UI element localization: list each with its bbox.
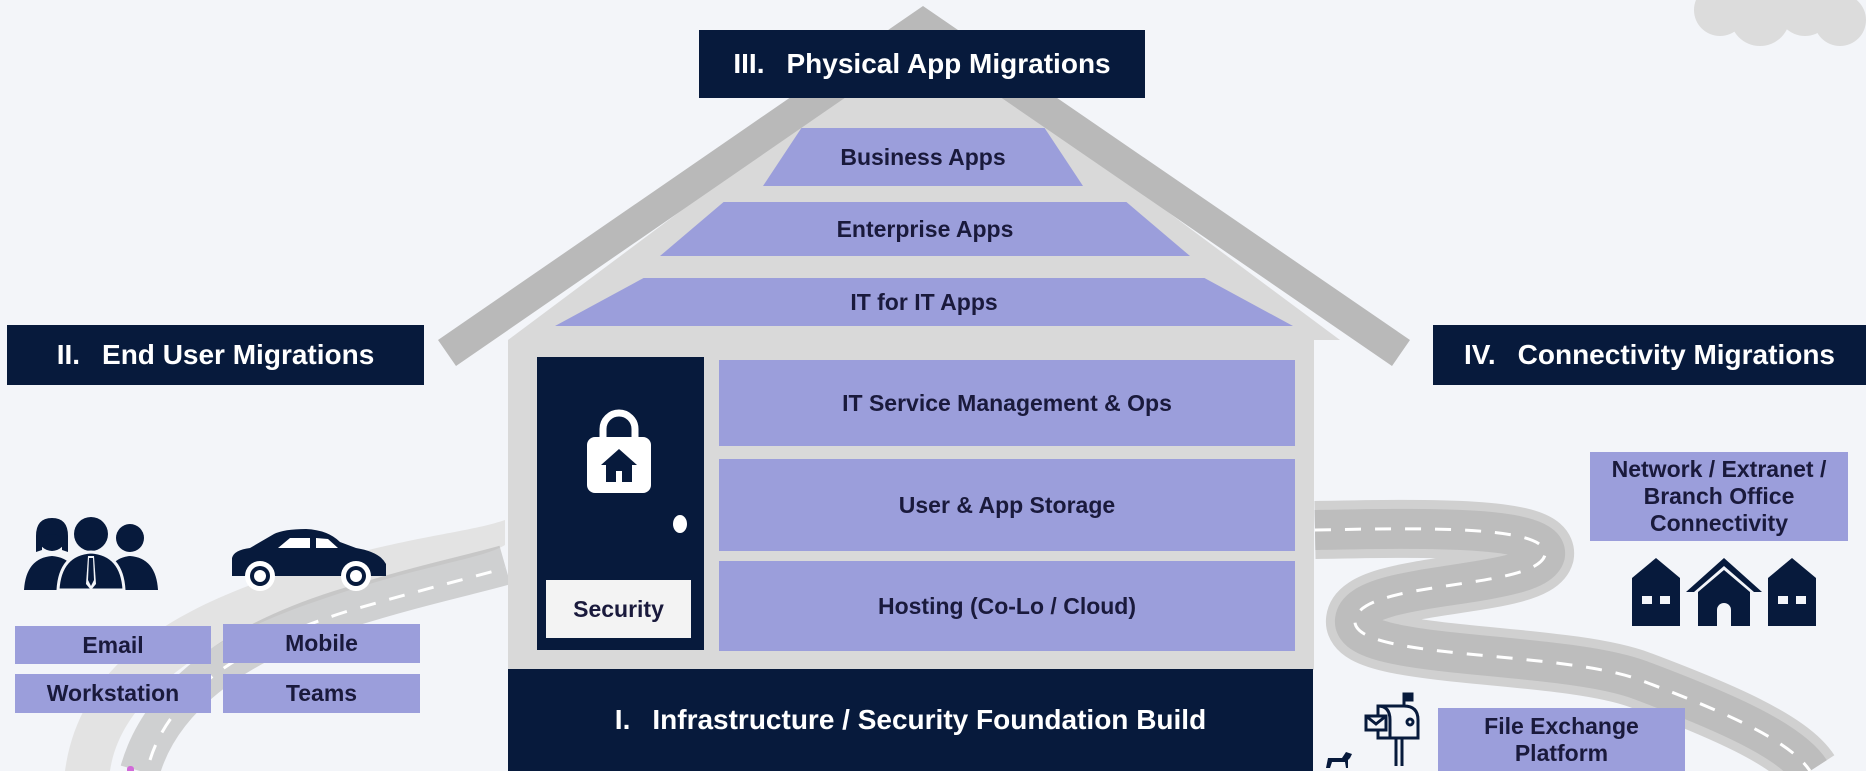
floor-label: User & App Storage: [898, 491, 1116, 518]
item-label: Network / Extranet / Branch Office Conne…: [1611, 456, 1827, 536]
floor-storage: User & App Storage: [719, 459, 1295, 551]
banner-title: Physical App Migrations: [786, 48, 1111, 79]
cloud-icon: [1694, 0, 1866, 46]
car-icon: [232, 529, 386, 591]
roof-app-label: Enterprise Apps: [836, 215, 1014, 242]
roof-app-it-for-it: IT for IT Apps: [555, 278, 1293, 326]
floor-hosting: Hosting (Co-Lo / Cloud): [719, 561, 1295, 651]
banner-title: Connectivity Migrations: [1517, 339, 1836, 370]
right-road: [1314, 499, 1835, 771]
banner-number: II.: [56, 339, 81, 370]
banner-number: IV.: [1463, 339, 1496, 370]
end-user-item-workstation: Workstation: [15, 674, 211, 713]
mailbox-icon: [1364, 692, 1420, 766]
item-label: File Exchange Platform: [1484, 712, 1639, 766]
connectivity-banner: IV. Connectivity Migrations: [1433, 325, 1866, 385]
file-exchange-box: File Exchange Platform: [1438, 708, 1685, 771]
security-door: Security: [537, 357, 704, 650]
banner-number: III.: [733, 48, 765, 79]
floor-itsm: IT Service Management & Ops: [719, 360, 1295, 446]
roof-app-business: Business Apps: [763, 128, 1083, 186]
security-label-box: Security: [546, 580, 691, 638]
people-icon: [24, 517, 158, 590]
floor-label: IT Service Management & Ops: [842, 389, 1172, 416]
end-user-item-email: Email: [15, 626, 211, 664]
roof-app-enterprise: Enterprise Apps: [660, 202, 1190, 256]
lock-icon: [587, 409, 687, 533]
houses-icon: [1632, 558, 1816, 626]
item-label: Email: [82, 631, 144, 658]
dog-icon: [1326, 752, 1352, 768]
infrastructure-banner: I. Infrastructure / Security Foundation B…: [508, 669, 1313, 771]
item-label: Teams: [285, 680, 358, 706]
network-connectivity-box: Network / Extranet / Branch Office Conne…: [1590, 452, 1848, 541]
floor-label: Hosting (Co-Lo / Cloud): [877, 592, 1137, 619]
roof-app-label: IT for IT Apps: [850, 288, 998, 315]
banner-number: I.: [614, 704, 631, 735]
item-label: Mobile: [285, 630, 358, 656]
end-user-item-mobile: Mobile: [223, 624, 420, 663]
roof-app-label: Business Apps: [840, 143, 1006, 170]
item-label: Workstation: [46, 680, 180, 706]
security-label: Security: [573, 595, 664, 622]
end-user-banner: II. End User Migrations: [7, 325, 424, 385]
banner-title: Infrastructure / Security Foundation Bui…: [652, 704, 1207, 735]
end-user-item-teams: Teams: [223, 674, 420, 713]
banner-title: End User Migrations: [102, 339, 375, 370]
decorative-mark: [127, 766, 134, 771]
physical-app-banner: III. Physical App Migrations: [699, 30, 1145, 98]
door-knob: [673, 515, 687, 533]
